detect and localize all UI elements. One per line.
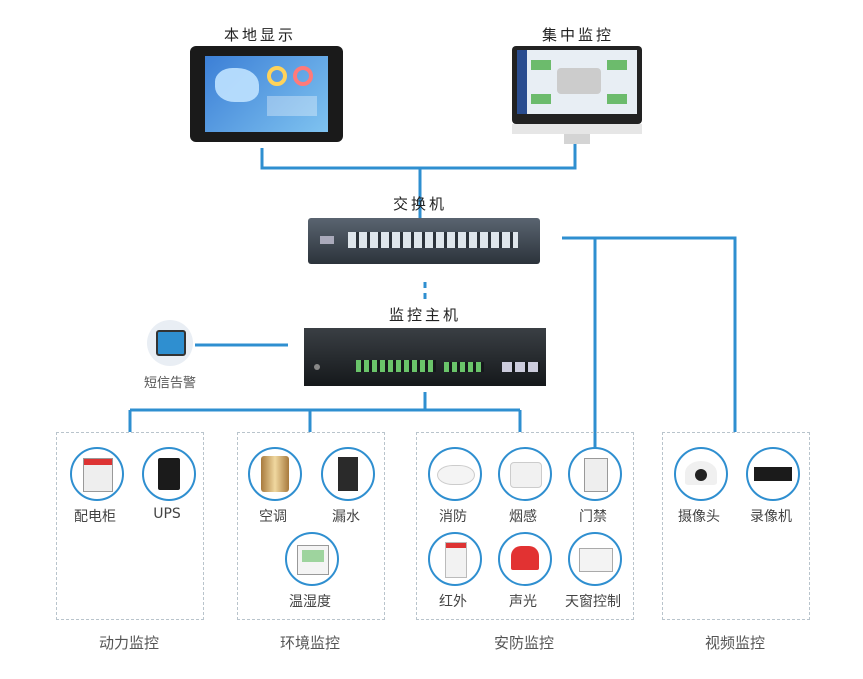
distribution-cabinet-icon	[70, 447, 124, 501]
device-label: 烟感	[509, 509, 537, 525]
air-conditioner-icon	[248, 447, 302, 501]
fire-detector-icon	[428, 447, 482, 501]
device-label: 红外	[439, 594, 467, 610]
sound-light-alarm-icon	[498, 532, 552, 586]
ups-icon	[142, 447, 196, 501]
smoke-detector-icon	[498, 447, 552, 501]
group-title: 环境监控	[279, 634, 340, 652]
host-label: 监控主机	[388, 306, 461, 324]
group-title: 动力监控	[98, 634, 159, 652]
device-label: 漏水	[332, 509, 360, 525]
access-control-icon	[568, 447, 622, 501]
device-label: 摄像头	[678, 509, 720, 525]
device-label: 门禁	[579, 509, 607, 525]
video-monitoring-group	[662, 432, 810, 620]
device-label: 天窗控制	[565, 594, 621, 610]
device-label: 温湿度	[289, 594, 331, 610]
device-label: 空调	[259, 509, 287, 525]
device-label: 录像机	[750, 509, 792, 525]
device-label: UPS	[153, 506, 181, 522]
security-monitoring-group	[416, 432, 634, 620]
sms-alarm-label: 短信告警	[143, 376, 196, 391]
switch-label: 交换机	[392, 195, 447, 213]
network-switch	[308, 218, 540, 264]
group-title: 安防监控	[493, 634, 554, 652]
device-label: 配电柜	[74, 509, 116, 525]
video-recorder-icon	[746, 447, 800, 501]
water-leak-icon	[321, 447, 375, 501]
device-label: 消防	[439, 509, 467, 525]
device-label: 声光	[509, 594, 537, 610]
monitoring-host	[304, 328, 546, 386]
skylight-control-icon	[568, 532, 622, 586]
environment-monitoring-group	[237, 432, 385, 620]
local-display-label: 本地显示	[223, 26, 296, 44]
temperature-humidity-icon	[285, 532, 339, 586]
power-monitoring-group	[56, 432, 204, 620]
local-display-tablet	[190, 46, 343, 142]
central-monitor-label: 集中监控	[541, 26, 614, 44]
phone-icon	[147, 320, 193, 366]
central-monitor-computer	[512, 46, 642, 146]
group-title: 视频监控	[704, 634, 765, 652]
infrared-icon	[428, 532, 482, 586]
camera-icon	[674, 447, 728, 501]
